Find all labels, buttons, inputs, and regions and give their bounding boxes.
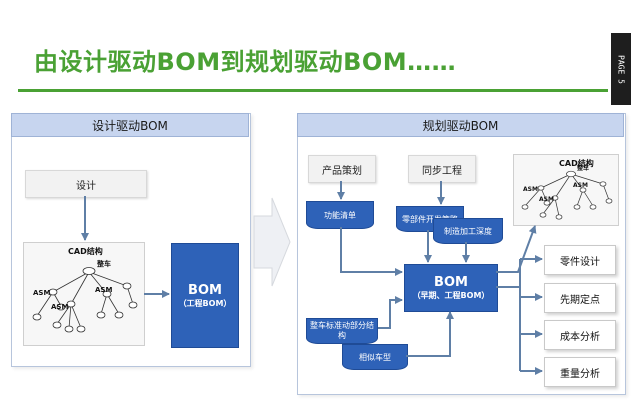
output-part-design: 零件设计 [544, 245, 616, 275]
right-tree-asm-3: ASM [573, 182, 588, 189]
output-early-sourcing: 先期定点 [544, 283, 616, 313]
vehicle-std-box: 整车标准动部分结构 [306, 318, 378, 344]
slide-title: 由设计驱动BOM到规划驱动BOM…… [34, 48, 457, 76]
design-box: 设计 [25, 170, 147, 198]
sync-engineering-box: 同步工程 [408, 155, 476, 183]
right-cad-tree: 整车 ASM ASM ASM [521, 164, 613, 220]
right-cad-label: CAD结构 [559, 159, 594, 168]
right-tree-root: 整车 [576, 164, 589, 172]
left-panel-header: 设计驱动BOM [11, 113, 249, 137]
page-badge: PAGE 5 [611, 33, 631, 105]
panel-transition-arrow [253, 197, 291, 287]
right-bom-subtitle: （早期、工程BOM） [412, 291, 490, 300]
left-tree-asm-1: ASM [33, 289, 50, 297]
left-tree-asm-2: ASM [51, 303, 68, 311]
left-cad-label: CAD结构 [68, 247, 103, 256]
left-bom-box: BOM （工程BOM） [171, 243, 239, 348]
mfg-depth-box: 制造加工深度 [433, 218, 503, 244]
right-tree-asm-1: ASM [523, 186, 538, 193]
right-cad-structure [513, 154, 619, 226]
left-bom-title: BOM [188, 282, 222, 298]
benchmark-model-box: 相似车型 [342, 344, 408, 370]
left-cad-tree: 整车 ASM ASM ASM [32, 259, 138, 333]
title-rule [18, 89, 608, 92]
right-panel-header: 规划驱动BOM [297, 113, 624, 137]
right-bom-box: BOM （早期、工程BOM） [404, 264, 498, 312]
left-bom-subtitle: （工程BOM） [178, 298, 232, 308]
right-tree-asm-2: ASM [539, 196, 554, 203]
left-tree-asm-3: ASM [95, 286, 112, 294]
left-tree-root: 整车 [96, 259, 111, 268]
output-cost-analysis: 成本分析 [544, 320, 616, 350]
right-bom-title: BOM [434, 275, 468, 290]
function-list-box: 功能清单 [306, 201, 374, 229]
product-planning-box: 产品策划 [308, 155, 376, 183]
output-weight-analysis: 重量分析 [544, 357, 616, 387]
